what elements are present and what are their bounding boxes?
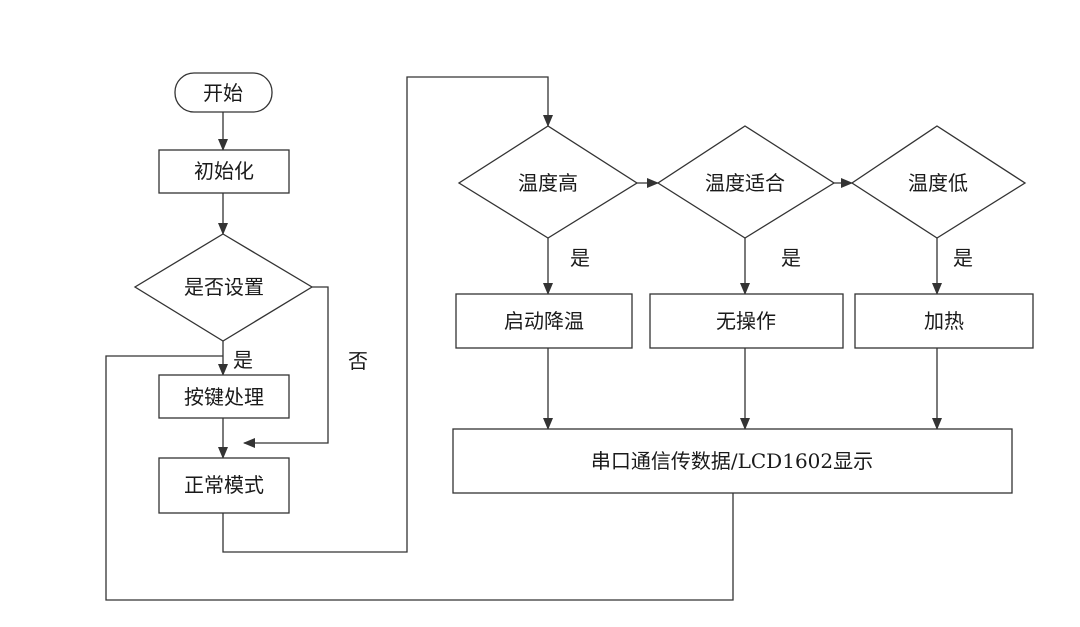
- heat-label: 加热: [924, 309, 964, 333]
- display-box: [452, 428, 1013, 494]
- cool-down-box: [455, 293, 633, 349]
- display-label: 串口通信传数据/LCD1602显示: [591, 449, 873, 473]
- temp-ok-decision: [656, 125, 836, 239]
- init-label: 初始化: [194, 159, 254, 183]
- init-box: [158, 149, 290, 194]
- setup-yes-label: 是: [233, 348, 253, 372]
- temp-low-decision: [850, 125, 1027, 239]
- temp-ok-label: 温度适合: [705, 171, 785, 195]
- heat-box: [854, 293, 1034, 349]
- temp-ok-yes-label: 是: [781, 246, 801, 270]
- temp-high-label: 温度高: [518, 171, 578, 195]
- cool-down-label: 启动降温: [504, 309, 584, 333]
- start-label: 开始: [203, 81, 243, 105]
- edge-normal-to-temp-high: [222, 76, 553, 553]
- no-action-box: [649, 293, 844, 349]
- temp-low-yes-label: 是: [953, 246, 973, 270]
- key-handling-label: 按键处理: [184, 385, 264, 409]
- temp-high-decision: [457, 125, 639, 239]
- normal-mode-label: 正常模式: [184, 473, 264, 497]
- setup-decision: [133, 233, 314, 342]
- normal-mode-box: [158, 457, 290, 514]
- temp-low-label: 温度低: [908, 171, 968, 195]
- setup-no-label: 否: [348, 349, 368, 373]
- no-action-label: 无操作: [716, 309, 776, 333]
- edge-decision-no-to-normal: [243, 286, 329, 448]
- key-handling-box: [158, 374, 290, 419]
- temp-high-yes-label: 是: [570, 246, 590, 270]
- setup-decision-label: 是否设置: [184, 275, 264, 299]
- start-terminator: [174, 72, 273, 113]
- edge-display-loop-to-key: [105, 355, 734, 601]
